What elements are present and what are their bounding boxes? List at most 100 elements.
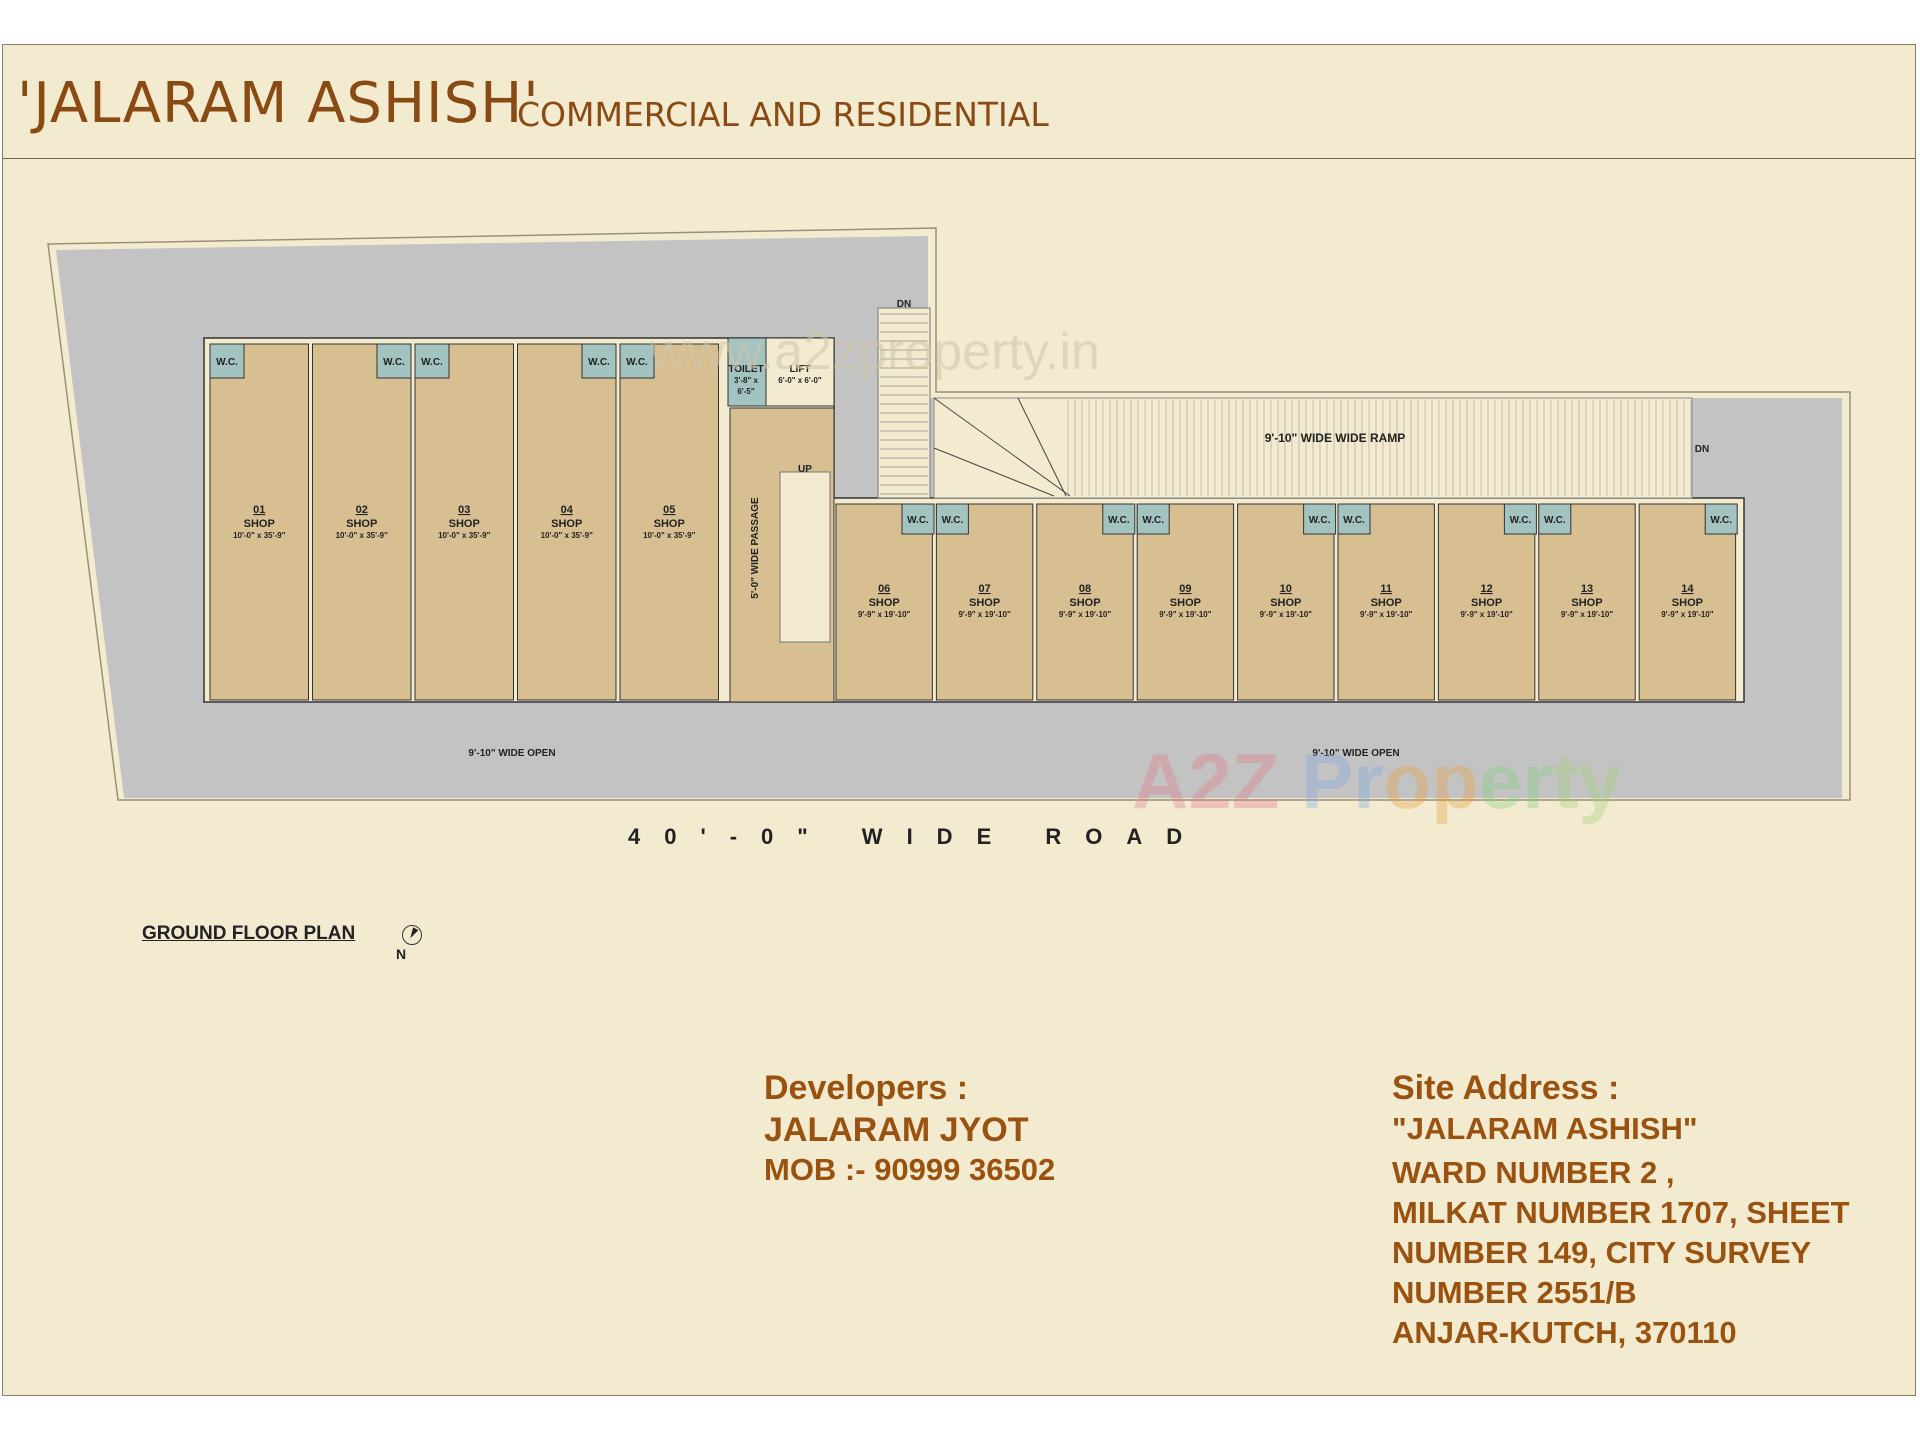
project-subtitle: COMMERCIAL AND RESIDENTIAL (517, 95, 1049, 134)
wc-label: W.C. (1142, 515, 1164, 526)
passage-label: 5'-0" WIDE PASSAGE (750, 497, 761, 599)
shop-size: 9'-9" x 19'-10" (1360, 610, 1413, 619)
shop-label: SHOP (1471, 597, 1502, 609)
watermark-letter: r (1353, 737, 1384, 825)
shop-size: 9'-9" x 19'-10" (1059, 610, 1112, 619)
wc-label: W.C. (1710, 515, 1732, 526)
shop-number: 03 (458, 504, 470, 516)
wc-label: W.C. (421, 357, 443, 368)
site-address-line: NUMBER 2551/B (1392, 1275, 1637, 1310)
toilet-size: 3'-8" x (734, 376, 758, 385)
wc-room (1303, 503, 1337, 535)
shop-label: SHOP (1270, 597, 1301, 609)
wc-label: W.C. (1108, 515, 1130, 526)
stair-dn-label: DN (897, 299, 911, 310)
wc-label: W.C. (942, 515, 964, 526)
road-label: 40'-0" WIDE ROAD (628, 824, 1207, 849)
wc-room (1704, 503, 1738, 535)
shop-size: 9'-9" x 19'-10" (1159, 610, 1212, 619)
watermark-letter: 2 (1188, 737, 1232, 825)
shop-label: SHOP (449, 518, 480, 530)
shop-number: 12 (1480, 583, 1492, 595)
wc-room (1136, 503, 1170, 535)
wc-room (414, 343, 450, 379)
ramp-label: 9'-10" WIDE WIDE RAMP (1265, 431, 1406, 445)
wc-room (901, 503, 935, 535)
site-address-heading: Site Address : (1392, 1069, 1620, 1107)
shop-size: 10'-0" x 35'-9" (438, 531, 491, 540)
shop-unit (414, 343, 514, 701)
shop-number: 11 (1380, 583, 1392, 595)
wc-label: W.C. (588, 357, 610, 368)
wc-label: W.C. (383, 357, 405, 368)
shop-size: 10'-0" x 35'-9" (541, 531, 594, 540)
wc-label: W.C. (1343, 515, 1365, 526)
open-area-label: 9'-10" WIDE OPEN (1312, 748, 1399, 759)
shop-size: 9'-9" x 19'-10" (1460, 610, 1513, 619)
developer-mobile: MOB :- 90999 36502 (764, 1152, 1056, 1187)
toilet-label: TOILET (728, 364, 763, 375)
developers-heading: Developers : (764, 1069, 969, 1107)
shop-number: 02 (356, 504, 368, 516)
header-band: 'JALARAM ASHISH' COMMERCIAL AND RESIDENT… (3, 45, 1915, 159)
wc-room (1538, 503, 1572, 535)
shop-unit (1036, 503, 1134, 701)
shop-size: 9'-9" x 19'-10" (1661, 610, 1714, 619)
shop-unit (1337, 503, 1435, 701)
shop-size: 10'-0" x 35'-9" (643, 531, 696, 540)
wc-label: W.C. (1309, 515, 1331, 526)
watermark-letter: o (1383, 737, 1432, 825)
shop-unit (835, 503, 933, 701)
site-address-line: WARD NUMBER 2 , (1392, 1155, 1675, 1190)
shop-size: 9'-9" x 19'-10" (1260, 610, 1313, 619)
shop-unit (1237, 503, 1335, 701)
shop-label: SHOP (1170, 597, 1201, 609)
stair-up-label: UP (798, 464, 812, 475)
wc-room (1102, 503, 1136, 535)
wc-label: W.C. (1510, 515, 1532, 526)
plan-title: GROUND FLOOR PLAN (142, 923, 356, 944)
toilet-size: 6'-5" (737, 387, 754, 396)
shop-label: SHOP (1672, 597, 1703, 609)
shop-unit (312, 343, 412, 701)
shop-size: 9'-9" x 19'-10" (958, 610, 1011, 619)
site-address-line: ANJAR-KUTCH, 370110 (1392, 1315, 1737, 1350)
shop-unit (935, 503, 1034, 701)
project-title: 'JALARAM ASHISH' (17, 71, 540, 136)
shop-unit (1437, 503, 1536, 701)
north-arrow-icon (402, 925, 422, 945)
wc-room (376, 343, 412, 379)
watermark-letter: p (1431, 737, 1479, 825)
toilet-room (727, 337, 767, 407)
shop-number: 07 (978, 583, 990, 595)
ramp-dn-label: DN (1695, 444, 1709, 455)
lift-size: 6'-0" x 6'-0" (778, 376, 822, 385)
shop-label: SHOP (969, 597, 1000, 609)
ramp-diagonal (1017, 397, 1067, 497)
stair-treads (880, 313, 928, 495)
shop-label: SHOP (244, 518, 275, 530)
shop-unit (517, 343, 617, 701)
shop-number: 09 (1179, 583, 1191, 595)
shop-size: 9'-9" x 19'-10" (858, 610, 911, 619)
lift-shaft (765, 337, 835, 407)
shop-size: 10'-0" x 35'-9" (336, 531, 389, 540)
watermark-text: www.a2zproperty.in (650, 323, 1100, 381)
shop-unit (1136, 503, 1235, 701)
shop-number: 13 (1581, 583, 1593, 595)
site-address-line: NUMBER 149, CITY SURVEY (1392, 1235, 1812, 1270)
shop-unit (209, 343, 309, 701)
shop-number: 06 (878, 583, 890, 595)
shop-unit (1538, 503, 1636, 701)
watermark-letter (1279, 737, 1301, 825)
shop-size: 9'-9" x 19'-10" (1561, 610, 1614, 619)
shop-label: SHOP (551, 518, 582, 530)
shop-unit (619, 343, 719, 701)
exterior-staircase (877, 307, 931, 499)
site-address-line: "JALARAM ASHISH" (1392, 1111, 1698, 1146)
shop-number: 01 (253, 504, 265, 516)
wc-label: W.C. (907, 515, 929, 526)
north-label: N (396, 946, 407, 962)
shop-number: 05 (663, 504, 675, 516)
